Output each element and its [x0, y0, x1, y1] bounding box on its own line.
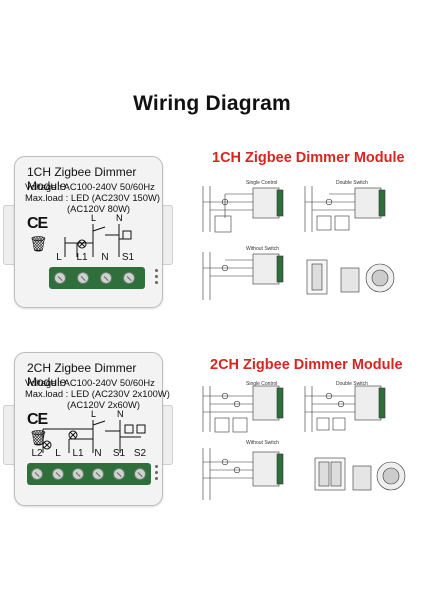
terminal-label: N [94, 448, 102, 459]
terminal-label: L [56, 252, 62, 263]
schematic: L N [42, 409, 146, 453]
label-without-switch: Without Switch [246, 246, 280, 252]
schematic-label-l: L [91, 409, 96, 419]
vent-hole [155, 269, 158, 272]
terminal-label: N [101, 252, 109, 263]
voltage-spec: Voltage : AC100-240V 50/60Hz [25, 377, 155, 388]
dimmer-module-1ch: 1CH Zigbee Dimmer Module Voltage : AC100… [14, 156, 163, 308]
terminal-screw [92, 468, 104, 480]
terminal-block [27, 463, 151, 485]
label-double-switch: Double Switch [336, 381, 368, 387]
terminal-screw [31, 468, 43, 480]
page-title: Wiring Diagram [133, 92, 291, 115]
vent-hole [155, 465, 158, 468]
terminal-screw [52, 468, 64, 480]
terminal-screw [54, 272, 66, 284]
module-name: 2CH Zigbee Dimmer Module [27, 361, 137, 389]
terminal-screw [134, 468, 146, 480]
maxload-spec-2: (AC120V 2x60W) [67, 399, 140, 410]
dimmer-module-2ch: 2CH Zigbee Dimmer Module Voltage : AC100… [14, 352, 170, 506]
diagram-title-1ch: 1CH Zigbee Dimmer Module [212, 150, 405, 166]
terminal-label: S1 [112, 448, 126, 459]
ce-mark: CE [27, 411, 48, 428]
vent-hole [155, 477, 158, 480]
schematic-label-l: L [91, 213, 96, 223]
terminal-screw [72, 468, 84, 480]
voltage-spec: Voltage : AC100-240V 50/60Hz [25, 181, 155, 192]
terminal-screw [113, 468, 125, 480]
schematic-label-n: N [117, 409, 124, 419]
terminal-block [49, 267, 145, 289]
wiring-diagram-1ch [202, 186, 395, 300]
vent-hole [155, 281, 158, 284]
module-name: 1CH Zigbee Dimmer Module [27, 165, 137, 193]
schematic-label-n: N [116, 213, 123, 223]
ce-mark: CE [27, 215, 48, 232]
terminal-label: S2 [133, 448, 147, 459]
label-double-switch: Double Switch [336, 180, 368, 186]
maxload-spec: Max.load : LED (AC230V 150W) [25, 192, 160, 203]
terminal-screw [123, 272, 135, 284]
terminal-label: L1 [72, 448, 84, 459]
vent-hole [155, 471, 158, 474]
weee-bin-icon: 🗑 [29, 236, 49, 253]
maxload-spec: Max.load : LED (AC230V 2x100W) [25, 388, 170, 399]
terminal-label: L [55, 448, 61, 459]
label-without-switch: Without Switch [246, 440, 280, 446]
label-single-control: Single Control [246, 180, 278, 186]
terminal-label: S1 [121, 252, 135, 263]
wiring-diagram-2ch [202, 385, 406, 500]
label-single-control: Single Control [246, 381, 278, 387]
terminal-screw [100, 272, 112, 284]
diagram-title-2ch: 2CH Zigbee Dimmer Module [210, 357, 403, 373]
schematic: L N [64, 213, 132, 257]
maxload-spec-2: (AC120V 80W) [67, 203, 131, 214]
terminal-screw [77, 272, 89, 284]
terminal-label: L2 [31, 448, 43, 459]
terminal-label: L1 [76, 252, 88, 263]
vent-hole [155, 275, 158, 278]
